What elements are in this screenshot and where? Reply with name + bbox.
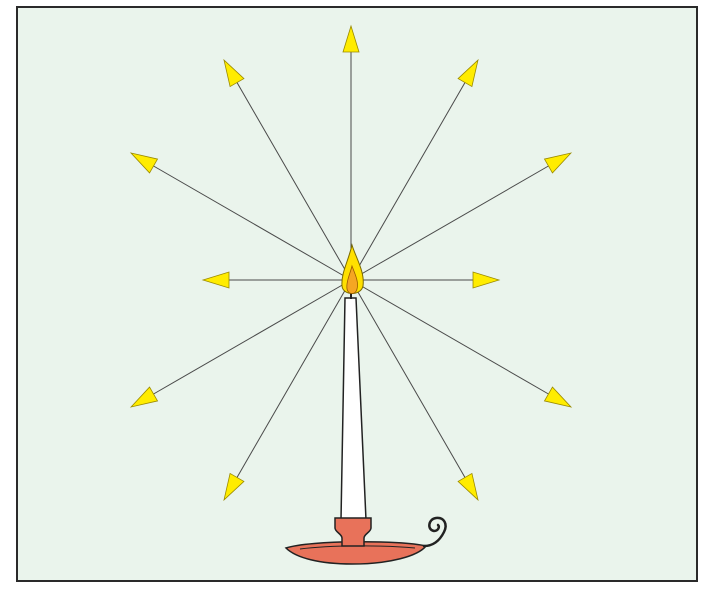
diagram-frame: [0, 0, 706, 596]
candle-rays-diagram: [0, 0, 706, 596]
